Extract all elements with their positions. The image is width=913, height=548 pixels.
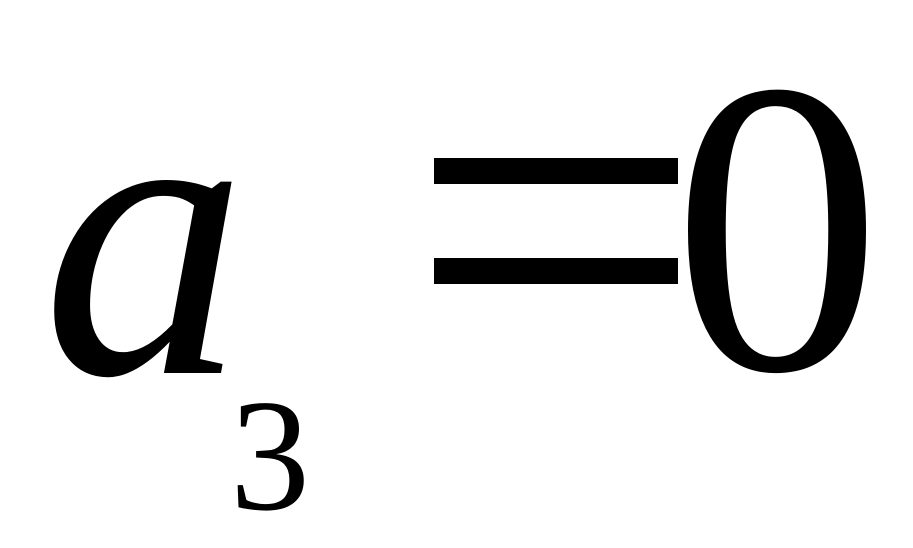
equals-sign-top-bar bbox=[434, 158, 678, 184]
equals-sign bbox=[434, 158, 678, 284]
equation-value: 0 bbox=[672, 0, 882, 460]
equals-sign-bottom-bar bbox=[434, 258, 678, 284]
equation-subscript: 3 bbox=[230, 366, 310, 544]
equation-variable: a bbox=[42, 8, 247, 462]
